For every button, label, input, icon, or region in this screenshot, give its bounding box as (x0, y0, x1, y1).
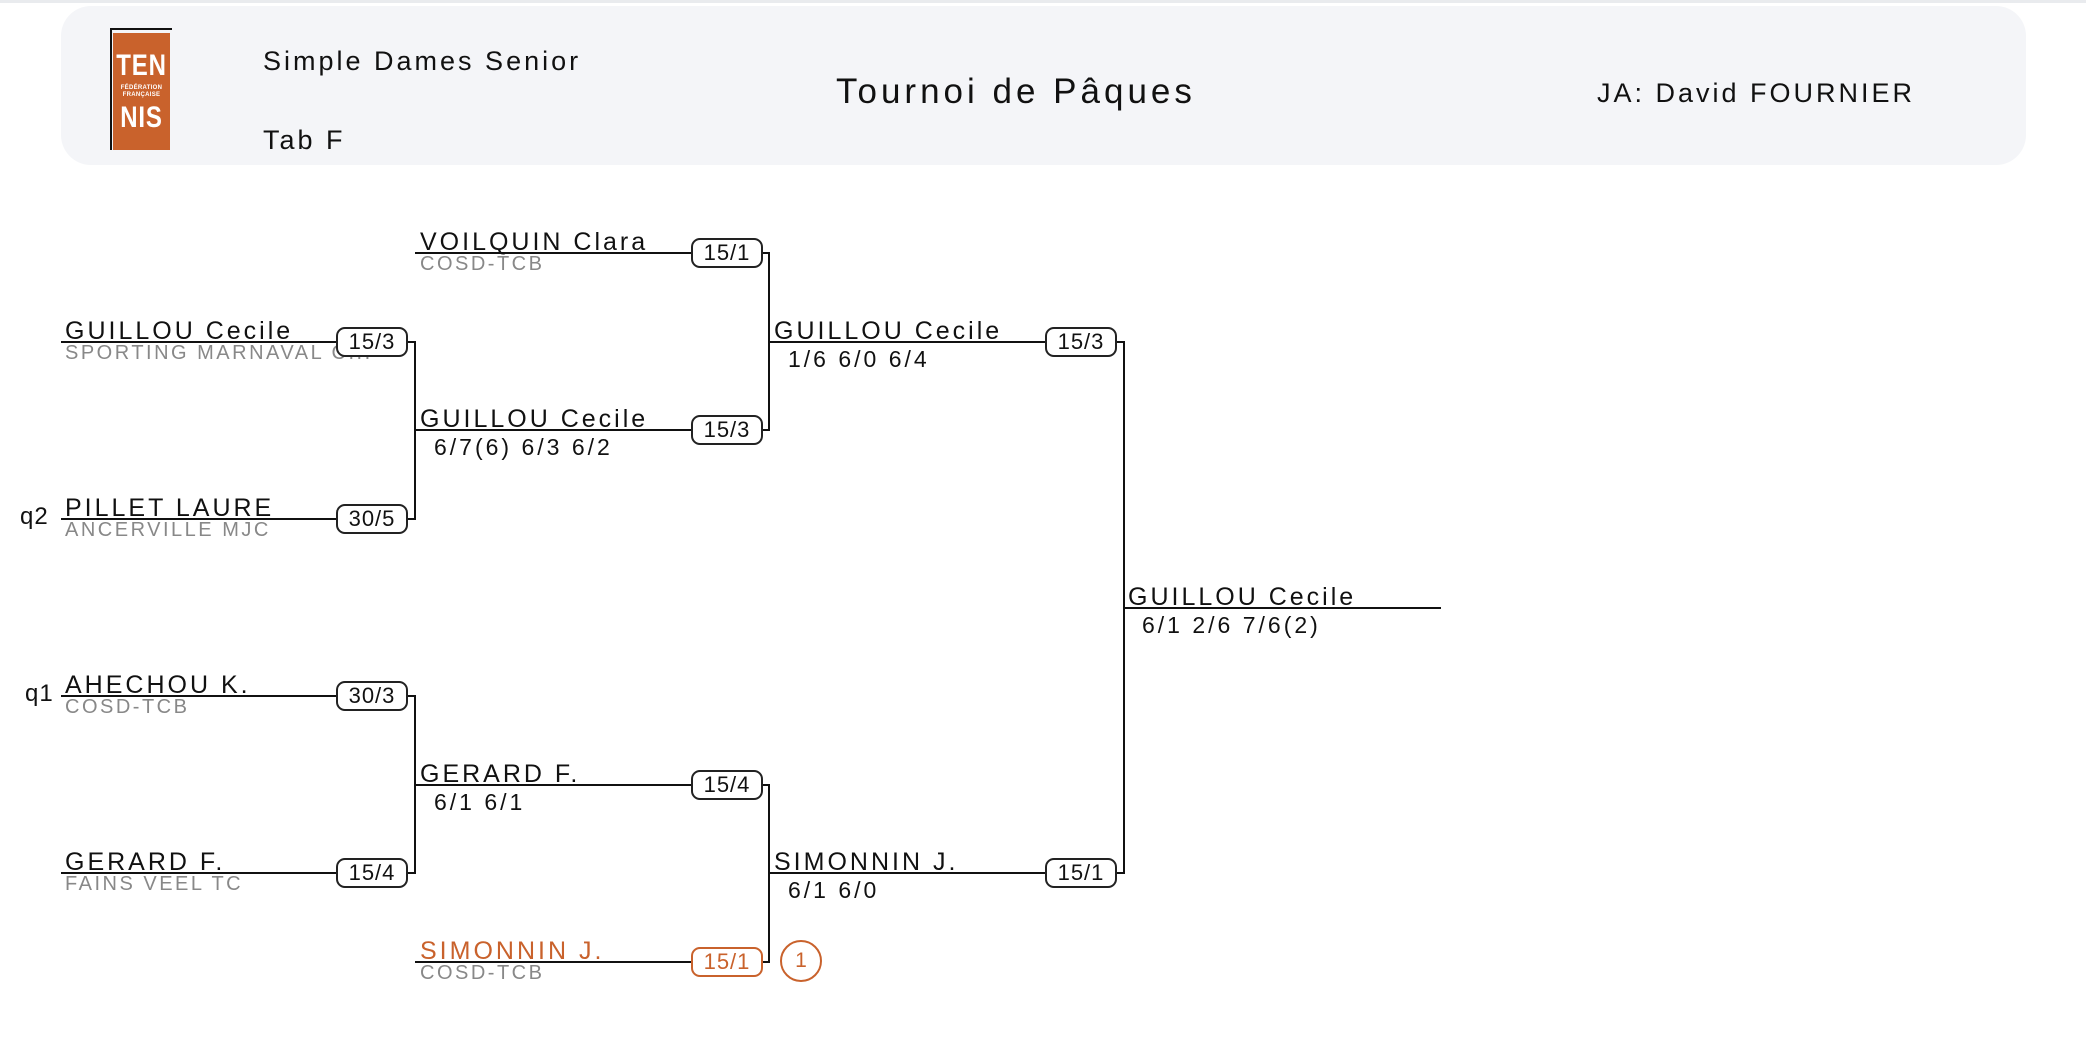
top-rule (0, 0, 2086, 3)
r2-player-3-rank: 15/4 (691, 770, 763, 800)
r1-player-2-name: PILLET LAURE (65, 494, 275, 522)
connector-r2-b (760, 784, 770, 963)
r1-player-1-club: SPORTING MARNAVAL C... (65, 342, 373, 364)
r1-player-1-name: GUILLOU Cecile (65, 317, 294, 345)
logo-frame-v (110, 28, 112, 150)
r2-player-4-club: COSD-TCB (420, 962, 545, 984)
connector-r2-a (760, 252, 770, 431)
logo-frame-h (110, 28, 172, 30)
r2-player-1-name: VOILQUIN Clara (420, 228, 649, 256)
logo-block: TEN FÉDÉRATION FRANÇAISE NIS (113, 33, 170, 150)
event-name: Simple Dames Senior (263, 46, 582, 76)
referee-name: JA: David FOURNIER (1597, 78, 1916, 108)
r1-player-3-seed: q1 (25, 680, 54, 707)
r3-player-2-rank: 15/1 (1045, 858, 1117, 888)
r3-player-2-name: SIMONNIN J. (774, 848, 959, 876)
r1-player-4-club: FAINS VEEL TC (65, 873, 244, 895)
logo-text-small: FÉDÉRATION FRANÇAISE (121, 85, 163, 99)
final-score: 6/1 2/6 7/6(2) (1142, 612, 1321, 638)
r1-player-3-name: AHECHOU K. (65, 671, 251, 699)
logo-text-top: TEN (116, 48, 167, 82)
r1-player-1-rank: 15/3 (336, 327, 408, 357)
r1-player-2-club: ANCERVILLE MJC (65, 519, 271, 541)
table-name: Tab F (263, 125, 346, 155)
r2-match-1-score: 6/7(6) 6/3 6/2 (434, 434, 613, 460)
connector-r1-b (404, 695, 416, 874)
r1-player-3-club: COSD-TCB (65, 696, 190, 718)
logo-small-1: FÉDÉRATION (120, 84, 163, 91)
r2-player-2-rank: 15/3 (691, 415, 763, 445)
r1-player-2-seed: q2 (20, 503, 49, 530)
r2-match-2-score: 6/1 6/1 (434, 789, 526, 815)
r3-match-1-score: 1/6 6/0 6/4 (788, 346, 930, 372)
r1-player-4-name: GERARD F. (65, 848, 226, 876)
logo-small-2: FRANÇAISE (122, 91, 161, 98)
tournament-header (61, 6, 2026, 165)
r2-player-2-name: GUILLOU Cecile (420, 405, 649, 433)
page-title: Tournoi de Pâques (836, 72, 1196, 111)
r3-player-1-rank: 15/3 (1045, 327, 1117, 357)
r2-player-1-rank: 15/1 (691, 238, 763, 268)
r3-player-1-name: GUILLOU Cecile (774, 317, 1003, 345)
connector-r1-a (404, 341, 416, 520)
logo-text-bottom: NIS (120, 100, 163, 134)
r3-match-2-score: 6/1 6/0 (788, 877, 880, 903)
connector-r3 (1114, 341, 1125, 874)
winner-name: GUILLOU Cecile (1128, 583, 1357, 611)
r2-player-1-club: COSD-TCB (420, 253, 545, 275)
seed-number-badge: 1 (780, 940, 822, 982)
r1-player-3-rank: 30/3 (336, 681, 408, 711)
r1-player-4-rank: 15/4 (336, 858, 408, 888)
r2-player-4-rank: 15/1 (691, 947, 763, 977)
r1-player-2-rank: 30/5 (336, 504, 408, 534)
fft-tennis-logo: TEN FÉDÉRATION FRANÇAISE NIS (110, 28, 172, 150)
r2-player-4-name: SIMONNIN J. (420, 937, 605, 965)
r2-player-3-name: GERARD F. (420, 760, 581, 788)
